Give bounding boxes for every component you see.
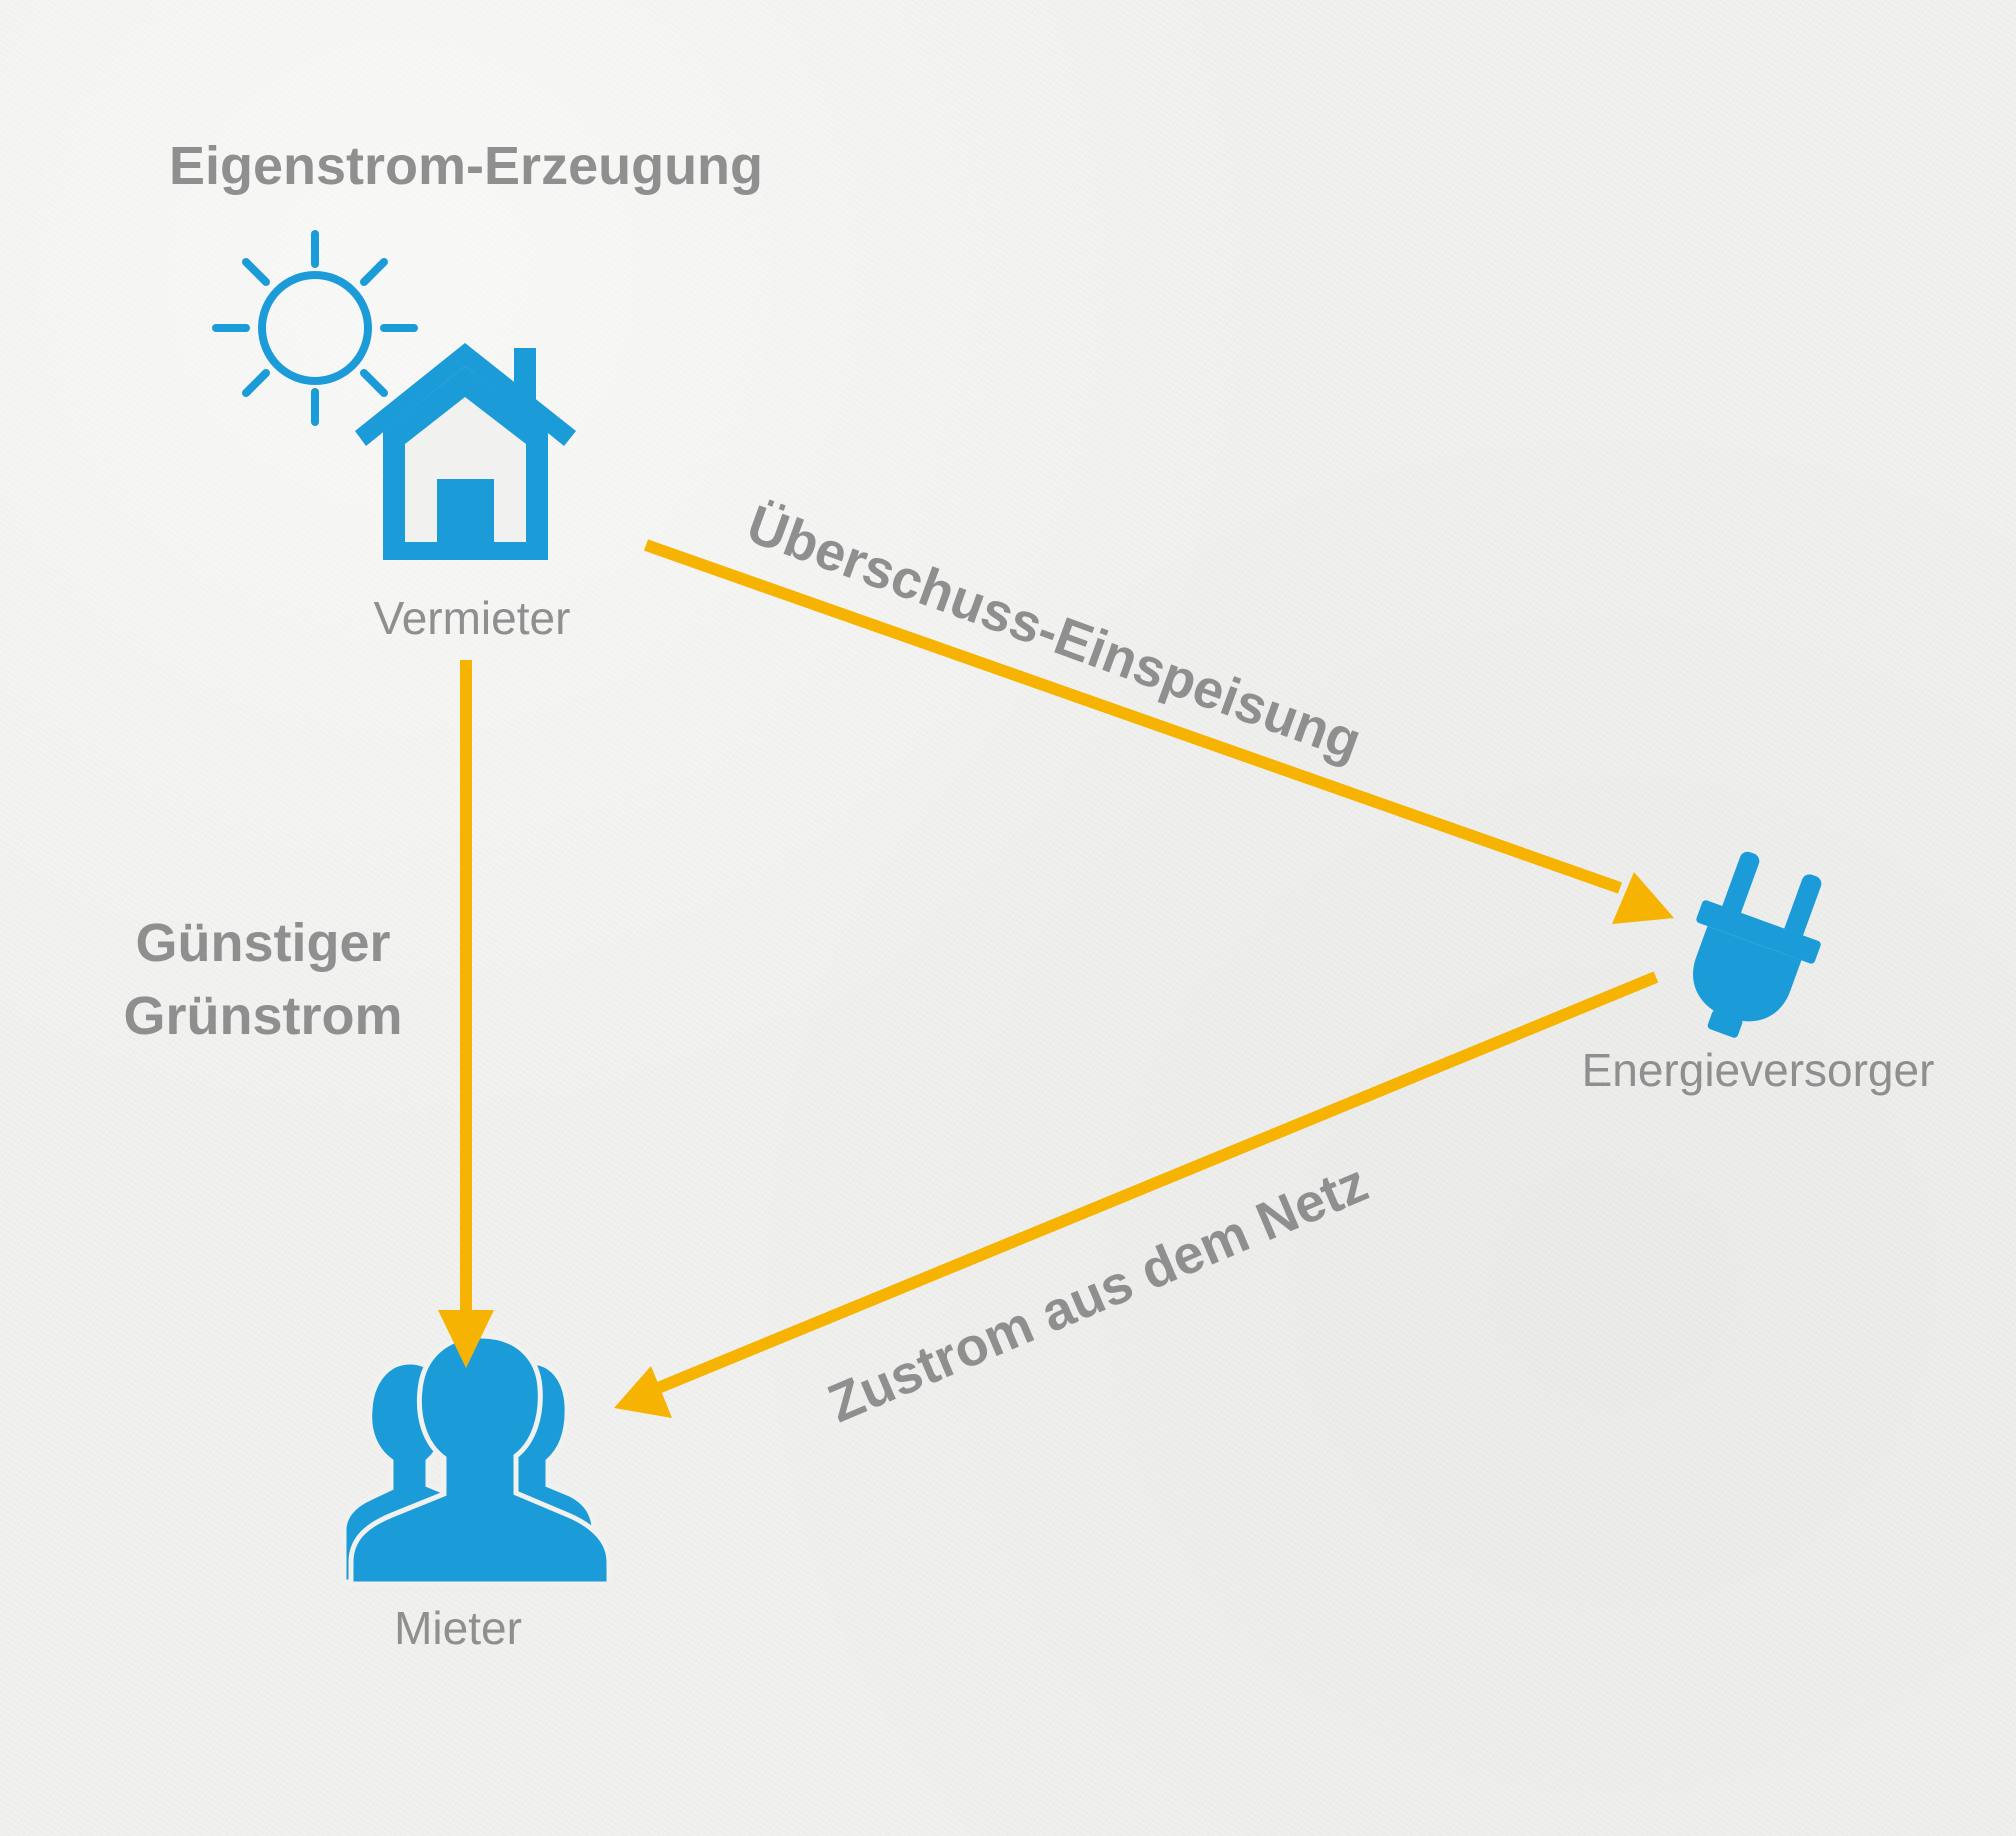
- plug-icon: [1693, 851, 1822, 1038]
- arrow-landlord-to-tenants: [438, 660, 494, 1368]
- house-icon: [355, 343, 576, 560]
- sun-icon: [212, 230, 418, 426]
- people-icon: [341, 1333, 612, 1587]
- edge-label-landlord-tenants-line2: Grünstrom: [123, 986, 402, 1046]
- arrow-utility-to-tenants: [614, 971, 1659, 1418]
- arrow-landlord-to-utility: [644, 539, 1674, 924]
- diagram-heading: Eigenstrom-Erzeugung: [169, 136, 763, 196]
- node-label-tenants: Mieter: [394, 1602, 522, 1654]
- edge-label-landlord-utility: Überschuss-Einspeisung: [739, 494, 1369, 772]
- edge-label-landlord-tenants-line1: Günstiger: [135, 913, 390, 973]
- node-label-utility: Energieversorger: [1582, 1044, 1935, 1096]
- node-label-landlord: Vermieter: [374, 592, 571, 644]
